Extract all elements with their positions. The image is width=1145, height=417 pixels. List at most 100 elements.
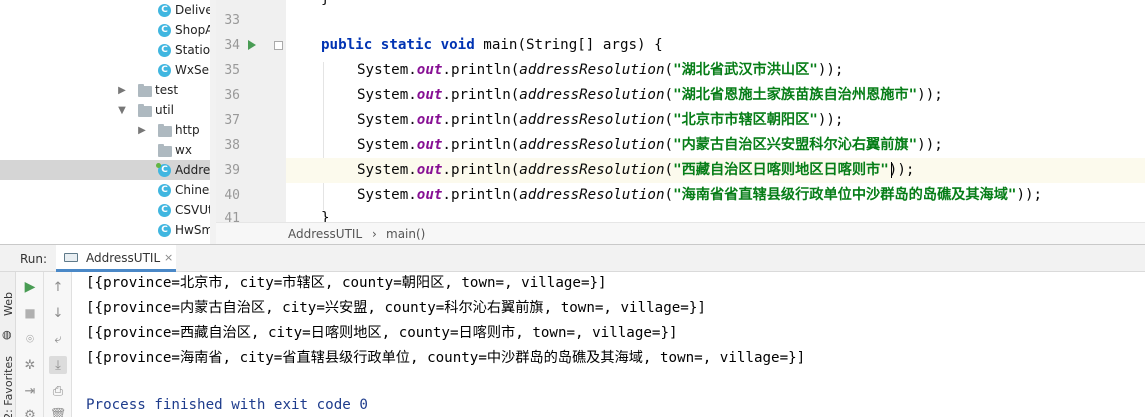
globe-icon: ◍ xyxy=(2,328,12,341)
class-icon: C xyxy=(156,163,171,177)
soft-wrap-icon[interactable]: ⤶ xyxy=(54,331,62,347)
project-tree: C Deliver C ShopAp C Station C WxServ ▶ … xyxy=(0,0,216,244)
tree-item-label: HwSms xyxy=(175,223,216,237)
tree-item[interactable]: C ShopAp xyxy=(0,20,216,40)
code-text: )); xyxy=(1016,187,1043,203)
camera-icon[interactable]: ⌾ xyxy=(26,331,34,347)
tree-folder-test[interactable]: ▶ test xyxy=(0,80,216,100)
exit-icon[interactable]: ⇥ xyxy=(24,383,36,399)
code-text: )); xyxy=(917,87,943,103)
tree-item[interactable]: C HwSms xyxy=(0,220,216,240)
tree-item-label: util xyxy=(155,103,174,117)
code-text: System. xyxy=(357,137,417,153)
tree-item-label: http xyxy=(175,123,200,137)
breadcrumb-method[interactable]: main() xyxy=(386,227,426,241)
class-icon: C xyxy=(158,24,171,37)
debug-icon[interactable]: ✲ xyxy=(24,357,36,373)
folder-icon xyxy=(158,144,172,157)
code-text: ( xyxy=(664,112,674,128)
line-number: 41 xyxy=(224,211,240,222)
folder-icon xyxy=(138,84,152,97)
gear-icon[interactable]: ⚙ xyxy=(24,407,36,417)
print-icon[interactable]: ⎙ xyxy=(52,383,64,399)
code-text: .println( xyxy=(442,137,520,153)
code-text: .println( xyxy=(442,162,520,178)
console-icon xyxy=(64,253,78,262)
code-line: System.out.println(addressResolution("湖北… xyxy=(286,83,1145,108)
method-call: addressResolution xyxy=(519,87,665,103)
code-text: ( xyxy=(664,62,674,78)
code-text: ( xyxy=(664,162,674,178)
scroll-to-end-icon[interactable]: ⤓ xyxy=(49,356,67,374)
code-line: System.out.println(addressResolution("内蒙… xyxy=(286,133,1145,158)
arrow-down-icon[interactable]: ↓ xyxy=(52,305,64,321)
tree-item-selected[interactable]: C Addres xyxy=(0,160,216,180)
method-call: addressResolution xyxy=(519,137,665,153)
class-icon-letter: C xyxy=(161,165,168,175)
chevron-down-icon[interactable]: ▼ xyxy=(118,104,126,116)
code-text: System. xyxy=(357,62,417,78)
stop-icon[interactable]: ■ xyxy=(24,306,36,320)
tree-item-label: Chinese xyxy=(175,183,216,197)
console-output[interactable]: [{province=北京市, city=市辖区, county=朝阳区, to… xyxy=(72,272,1145,417)
class-icon: C xyxy=(158,64,171,77)
tree-folder-wx[interactable]: wx xyxy=(0,140,216,160)
run-gutter-icon[interactable] xyxy=(248,40,256,50)
tree-item[interactable]: C Chinese xyxy=(0,180,216,200)
editor-gutter xyxy=(216,0,286,222)
run-toolbar-primary: ▶ ■ ⌾ ✲ ⇥ ⚙ xyxy=(16,272,44,417)
string-literal: "湖北省恩施土家族苗族自治州恩施市" xyxy=(673,87,918,103)
close-icon[interactable]: × xyxy=(164,251,174,264)
class-icon: C xyxy=(158,44,171,57)
field-ref: out xyxy=(416,62,443,78)
code-editor[interactable]: } public static void main(String[] args)… xyxy=(286,0,1145,222)
class-icon: C xyxy=(158,4,171,17)
breadcrumb-class[interactable]: AddressUTIL xyxy=(288,227,363,241)
tab-run-addressutil[interactable]: AddressUTIL × xyxy=(56,245,176,272)
code-text: ( xyxy=(664,187,674,203)
chevron-right-icon[interactable]: ▶ xyxy=(138,124,146,136)
code-line-current: System.out.println(addressResolution("西藏… xyxy=(286,158,1145,183)
line-number: 34 xyxy=(224,38,240,53)
tree-scrollbar[interactable] xyxy=(210,0,216,244)
code-text: )); xyxy=(817,112,844,128)
tree-item[interactable]: C WxServ xyxy=(0,60,216,80)
console-line: [{province=内蒙古自治区, city=兴安盟, county=科尔沁右… xyxy=(86,300,706,316)
code-line: System.out.println(addressResolution("北京… xyxy=(286,108,1145,133)
field-ref: out xyxy=(416,162,443,178)
run-config-icon xyxy=(156,163,161,168)
code-text: System. xyxy=(357,162,417,178)
method-call: addressResolution xyxy=(519,162,665,178)
tree-item-label: WxServ xyxy=(175,63,216,77)
code-line: System.out.println(addressResolution("湖北… xyxy=(286,58,1145,83)
indent-guide xyxy=(323,62,324,210)
code-line: } xyxy=(286,0,1145,12)
tree-item[interactable]: C Station xyxy=(0,40,216,60)
web-tool-button[interactable]: Web xyxy=(2,292,15,316)
folder-icon xyxy=(138,104,152,117)
line-number: 33 xyxy=(224,13,240,28)
rerun-icon[interactable]: ▶ xyxy=(24,279,36,295)
tree-folder-http[interactable]: ▶ http xyxy=(0,120,216,140)
code-text: ( xyxy=(664,137,674,153)
tree-item-label: test xyxy=(155,83,179,97)
trash-icon[interactable]: 🗑 xyxy=(49,407,67,417)
folder-icon xyxy=(158,124,172,137)
tree-item-label: Station xyxy=(175,43,216,57)
class-icon: C xyxy=(158,184,171,197)
tree-item-label: ShopAp xyxy=(175,23,216,37)
favorites-tool-button[interactable]: 2: Favorites xyxy=(2,356,15,417)
code-text: )); xyxy=(888,162,915,178)
tree-item[interactable]: C CSVUtil xyxy=(0,200,216,220)
keyword: static xyxy=(380,37,433,53)
keyword: public xyxy=(321,37,373,53)
arrow-up-icon[interactable]: ↑ xyxy=(52,279,64,295)
tab-label: AddressUTIL xyxy=(86,251,161,265)
console-line: [{province=北京市, city=市辖区, county=朝阳区, to… xyxy=(86,275,607,291)
tree-folder-util[interactable]: ▼ util xyxy=(0,100,216,120)
tree-item[interactable]: C Deliver xyxy=(0,0,216,20)
fold-marker-icon[interactable] xyxy=(274,41,283,50)
code-text: .println( xyxy=(442,87,520,103)
console-line: [{province=海南省, city=省直辖县级行政单位, county=中… xyxy=(86,350,806,366)
chevron-right-icon[interactable]: ▶ xyxy=(118,84,126,96)
